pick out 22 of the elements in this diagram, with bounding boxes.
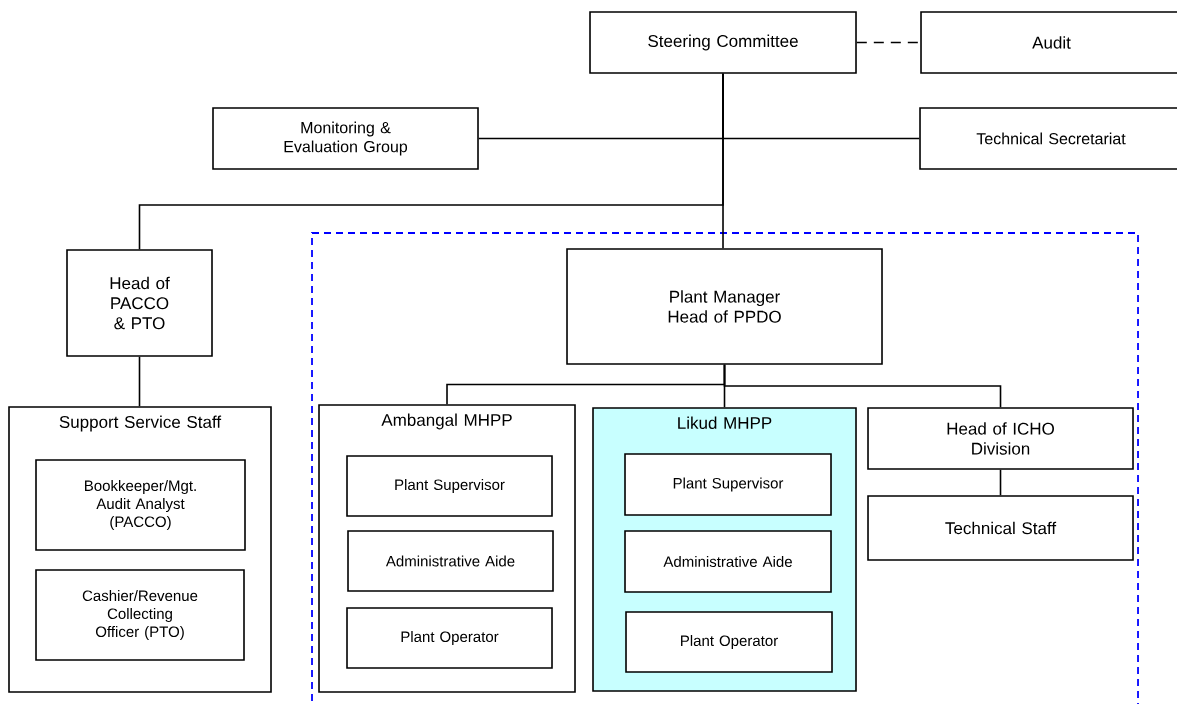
connector-line bbox=[999, 469, 1002, 496]
role-box: Plant Manager Head of PPDO bbox=[566, 248, 883, 365]
role-box: Plant Supervisor bbox=[624, 453, 832, 516]
role-box: Technical Secretariat bbox=[919, 107, 1177, 170]
role-box: Monitoring & Evaluation Group bbox=[212, 107, 479, 170]
connector-line bbox=[138, 356, 141, 407]
dashed-region bbox=[311, 232, 1139, 704]
connector-line bbox=[723, 364, 1002, 408]
role-box: Steering Committee bbox=[589, 11, 857, 74]
role-box: Bookkeeper/Mgt. Audit Analyst (PACCO) bbox=[35, 459, 246, 551]
connector-line bbox=[722, 73, 724, 249]
role-box: Audit bbox=[920, 11, 1177, 74]
role-box: Head of PACCO & PTO bbox=[66, 249, 213, 357]
role-box: Technical Staff bbox=[867, 495, 1134, 561]
role-box: Plant Supervisor bbox=[346, 455, 553, 517]
role-box: Administrative Aide bbox=[347, 530, 554, 592]
role-box: Cashier/Revenue Collecting Officer (PTO) bbox=[35, 569, 245, 661]
role-box: Head of ICHO Division bbox=[867, 407, 1134, 470]
role-box: Administrative Aide bbox=[624, 530, 832, 593]
role-box: Plant Operator bbox=[346, 607, 553, 669]
connector-line bbox=[856, 41, 921, 44]
role-box: Plant Operator bbox=[625, 611, 833, 673]
